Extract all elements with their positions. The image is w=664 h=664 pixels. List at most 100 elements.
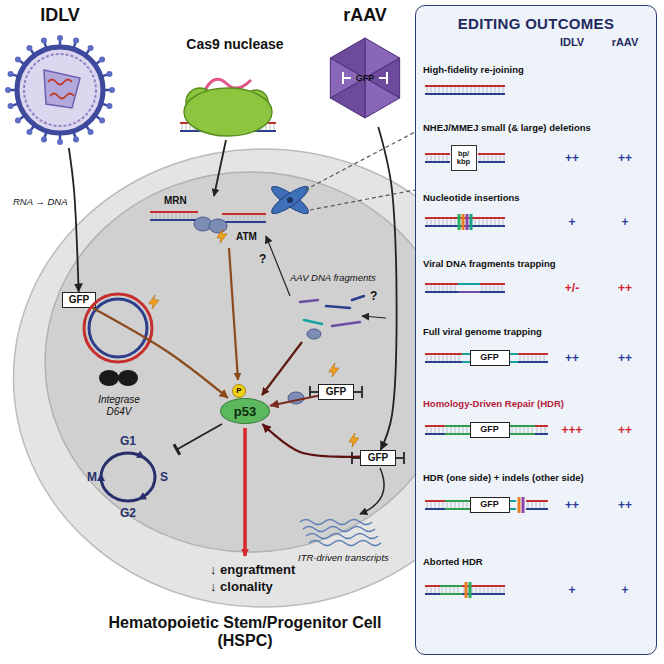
base-pair [503,87,504,93]
base-pair [439,355,440,361]
dna-strand [518,353,548,355]
base-pair [490,285,491,291]
itr-hairpin [352,452,360,464]
base-pair [431,587,432,593]
inserted-nucleotide [465,582,468,598]
label-holder: MRN [164,195,187,207]
base-pair [536,355,537,361]
row-title: NHEJ/MMEJ small (& large) deletions [423,122,591,133]
base-pair [240,215,241,221]
base-pair [435,587,436,593]
base-pair [427,355,428,361]
dna-strand [518,361,548,363]
dna-strand [458,291,480,293]
dna-strand [150,219,198,221]
base-pair [256,215,257,221]
dna-duplex [480,284,505,292]
node-label: P [236,387,241,395]
base-pair [454,587,455,593]
cycle-arrowhead [136,492,147,503]
dna-fragment [300,300,318,302]
base-pair [228,215,229,221]
transcript [306,534,378,539]
edge-label: RNA → DNA [12,196,69,207]
base-pair [451,355,452,361]
inserted-nucleotide [522,497,525,513]
base-pair [184,213,185,219]
base-pair [463,502,464,508]
connector-arrow [176,424,222,450]
base-pair [232,215,233,221]
base-pair [532,427,533,433]
base-pair [451,87,452,93]
base-pair [447,427,448,433]
base-pair [446,587,447,593]
base-pair [467,502,468,508]
base-pair [180,213,181,219]
label-holder: ↓ clonality [210,579,273,595]
damage-bolt [329,363,339,377]
base-pair [504,587,505,593]
base-pair [264,215,265,221]
base-pair [482,285,483,291]
dna-strand [150,211,198,213]
base-pair [435,427,436,433]
base-pair [544,355,545,361]
base-pair [484,587,485,593]
base-pair [450,587,451,593]
base-pair [459,427,460,433]
base-pair [447,155,448,161]
base-pair [443,87,444,93]
row-title: Nucleotide insertions [423,192,520,203]
node-label: GFP [480,353,499,362]
dna-duplex [425,284,458,292]
base-pair [172,213,173,219]
base-pair [502,285,503,291]
rating-mark: ++ [605,350,645,366]
dna-strand [425,585,440,587]
arrow-line [266,236,290,296]
base-pair [459,355,460,361]
spike-knob [106,103,112,109]
row-title: Aborted HDR [423,556,483,567]
spike-knob [88,129,94,135]
dna-strand [425,353,462,355]
label-holder: +/- [552,280,592,296]
dna-strand [510,508,516,510]
base-pair [435,219,436,225]
base-pair [455,427,456,433]
dna-strand [458,283,480,285]
nucleus [45,172,455,552]
transcript [303,527,375,532]
base-pair [528,502,529,508]
base-pair [483,87,484,93]
base-pair [483,219,484,225]
connector-arrow [69,148,79,292]
spike-knob [8,71,14,77]
base-pair [443,502,444,508]
viral-rna [50,94,74,99]
base-pair [451,502,452,508]
itr-hairpin [396,452,404,464]
base-pair [431,427,432,433]
spike-knob [88,45,94,51]
base-pair [236,215,237,221]
label-holder: RNA → DNA [12,196,69,207]
base-pair [427,285,428,291]
base-pair [540,355,541,361]
spike-knob [26,129,32,135]
base-pair [537,427,538,433]
dna-strand [445,433,470,435]
dna-strand [510,361,518,363]
rating-mark: ++ [605,497,645,513]
arrow-line [362,316,386,318]
node-label: GFP [326,387,347,397]
outcome-label: ↓ clonality [210,579,273,595]
base-pair [503,219,504,225]
label-holder: ++ [605,422,645,438]
node-label: M [87,471,97,483]
base-pair [160,213,161,219]
dna-strand [445,508,470,510]
spike-knob [8,103,14,109]
label-holder: ? [370,289,377,303]
